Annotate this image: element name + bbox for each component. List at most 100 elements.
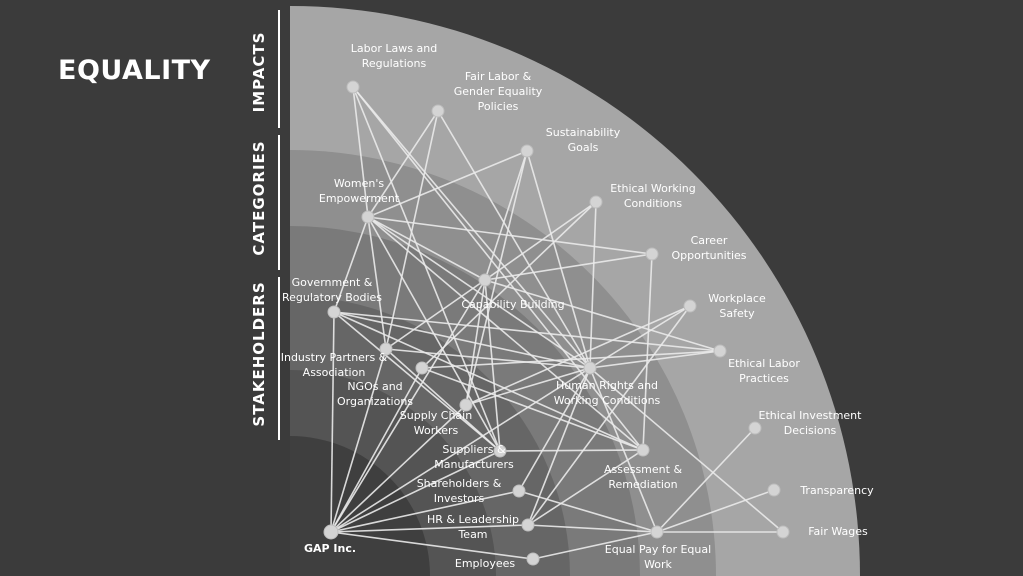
edge-human-rights-gap [330,367,591,533]
edge-womens-empowerment-capability [367,216,486,281]
edge-labor-laws-suppliers [352,86,501,452]
categories-label: CATEGORIES [250,140,268,255]
label-line: Human Rights and [556,379,658,392]
label-line: Work [644,558,672,571]
node-ethical-investment[interactable] [748,421,762,435]
edge-ethical-working-ngos [421,201,597,369]
label-line: Fair Labor & [465,70,532,83]
node-fair-labor[interactable] [431,104,445,118]
edge-ethical-labor-human-rights [589,350,721,369]
edge-government-suppliers [333,311,501,452]
node-suppliers[interactable] [493,444,507,458]
edge-human-rights-hr [527,367,591,526]
node-supply-chain[interactable] [459,398,473,412]
label-line: GAP Inc. [304,542,356,555]
label-fair-wages: Fair Wages [808,525,868,538]
node-capability[interactable] [478,273,492,287]
node-ngos[interactable] [415,361,429,375]
edge-career-assessment [642,253,653,451]
node-hr[interactable] [521,518,535,532]
edge-supply-chain-gap [330,404,467,533]
label-line: Manufacturers [434,458,514,471]
edge-suppliers-gap [330,450,501,533]
label-line: Career [691,234,728,247]
node-womens-empowerment[interactable] [361,210,375,224]
label-capability: Capability Building [461,298,564,311]
node-human-rights[interactable] [583,361,597,375]
label-line: Ethical Labor [728,357,800,370]
label-line: Industry Partners & [281,351,388,364]
edge-womens-empowerment-government [333,216,369,313]
edge-capability-suppliers [484,279,501,452]
edge-career-womens-empowerment [367,216,653,255]
label-line: Organizations [337,395,413,408]
label-line: Decisions [784,424,837,437]
node-shareholders[interactable] [512,484,526,498]
label-line: Investors [434,492,485,505]
label-suppliers: Suppliers & Manufacturers [434,443,514,471]
node-workplace-safety[interactable] [683,299,697,313]
label-line: Opportunities [671,249,746,262]
edge-industry-suppliers [385,348,501,452]
node-employees[interactable] [526,552,540,566]
node-ethical-working[interactable] [589,195,603,209]
edge-ethical-investment-equal-pay [656,427,756,533]
edge-transparency-equal-pay [656,489,775,533]
edge-employees-gap [330,531,534,560]
edge-sustainability-capability [484,150,528,281]
edge-hr-equal-pay [527,524,658,533]
label-line: Policies [478,100,519,113]
edge-fair-wages-human-rights [589,367,784,533]
edge-employees-equal-pay [532,531,658,560]
edge-womens-empowerment-industry [367,216,387,350]
edge-hr-gap [330,524,529,533]
label-line: Ethical Investment [759,409,863,422]
edge-ethical-labor-capability [484,279,721,352]
label-line: Ethical Working [610,182,696,195]
label-line: Labor Laws and [351,42,437,55]
edge-human-rights-supply-chain [465,367,591,406]
label-line: Suppliers & [442,443,506,456]
edges [330,86,784,560]
edge-ethical-working-capability [484,201,597,281]
edge-fair-labor-human-rights [437,110,591,369]
node-career[interactable] [645,247,659,261]
label-gap: GAP Inc. [304,542,356,555]
edge-industry-gap [330,348,387,533]
node-government[interactable] [327,305,341,319]
node-fair-wages[interactable] [776,525,790,539]
label-line: Working Conditions [554,394,661,407]
edge-shareholders-equal-pay [518,490,658,533]
label-line: Goals [568,141,599,154]
node-labor-laws[interactable] [346,80,360,94]
label-line: Empowerment [319,192,400,205]
label-line: Women's [334,177,384,190]
node-transparency[interactable] [767,483,781,497]
impacts-label: IMPACTS [250,32,268,113]
node-gap[interactable] [323,524,339,540]
label-line: Remediation [608,478,677,491]
label-line: Government & [292,276,373,289]
label-line: Workers [414,424,459,437]
edge-assessment-ngos [421,367,644,451]
label-line: Practices [739,372,789,385]
label-transparency: Transparency [799,484,874,497]
node-ethical-labor[interactable] [713,344,727,358]
node-assessment[interactable] [636,443,650,457]
node-equal-pay[interactable] [650,525,664,539]
edge-womens-empowerment-human-rights [367,216,591,369]
edge-labor-laws-human-rights [352,86,591,369]
label-line: Regulations [362,57,427,70]
node-sustainability[interactable] [520,144,534,158]
node-industry[interactable] [379,342,393,356]
